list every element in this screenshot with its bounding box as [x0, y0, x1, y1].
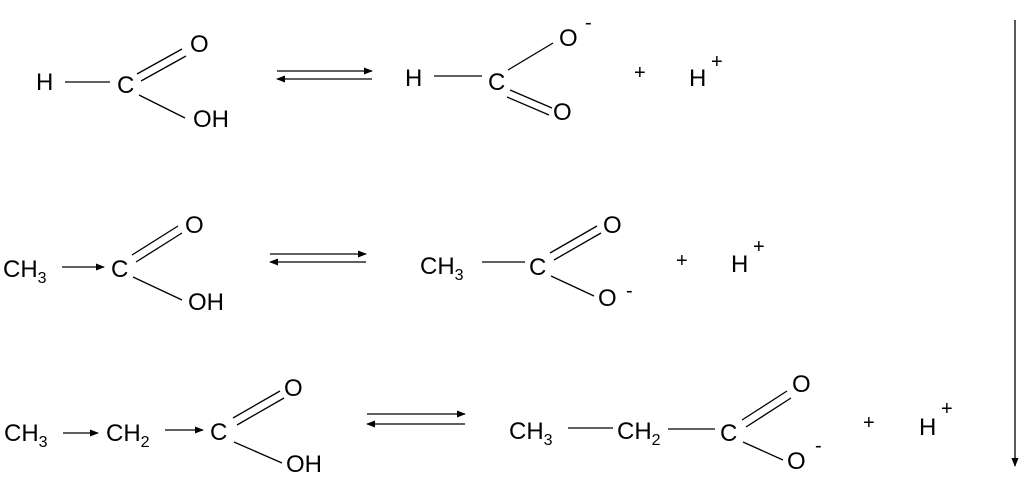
double-bond-c-o: [741, 390, 788, 421]
proton: H +: [919, 398, 953, 441]
negative-charge: -: [815, 435, 822, 457]
plus-sign: +: [676, 250, 688, 272]
atom-oh: OH: [188, 289, 224, 316]
negative-charge: -: [626, 280, 633, 302]
equilibrium-arrows-3: [366, 410, 466, 428]
atom-o: O: [284, 375, 303, 402]
propanoate-ion: CH3 CH2 C O O -: [509, 371, 822, 475]
reaction-row-2: CH3 C O OH CH3 C O O - + H +: [3, 212, 765, 316]
negative-charge: -: [585, 12, 592, 34]
atom-o: O: [553, 99, 572, 126]
atom-o: O: [603, 212, 622, 239]
double-bond-c-o-2: [140, 55, 187, 82]
atom-h: H: [36, 69, 53, 96]
bond-c-o-minus: [742, 441, 784, 461]
plus-sign: +: [634, 62, 646, 84]
atom-c: C: [111, 256, 128, 283]
reaction-row-1: H C O OH H C O - O + H +: [36, 12, 723, 133]
atom-h: H: [405, 65, 422, 92]
methylene-group: CH2: [617, 418, 661, 449]
bond-c-oh: [132, 276, 183, 301]
double-bond-c-o: [549, 225, 598, 254]
positive-charge: +: [711, 51, 723, 73]
bond-c-oh: [233, 441, 283, 464]
atom-o: O: [190, 31, 209, 58]
double-bond-c-o: [136, 48, 183, 75]
atom-c: C: [529, 254, 546, 281]
proton: H +: [689, 51, 723, 92]
propanoic-acid: CH3 CH2 C O OH: [4, 375, 322, 478]
atom-o: O: [185, 212, 204, 239]
double-bond-c-o: [232, 390, 281, 419]
atom-o: O: [787, 448, 806, 475]
plus-sign: +: [863, 412, 875, 434]
atom-o: O: [792, 371, 811, 398]
methyl-group: CH3: [420, 253, 464, 284]
atom-c: C: [117, 72, 134, 99]
atom-oh: OH: [286, 451, 322, 478]
double-bond-c-o-2: [135, 232, 183, 263]
atom-h: H: [919, 414, 936, 441]
bond-c-o-minus: [550, 275, 595, 297]
methyl-group: CH3: [3, 256, 47, 287]
atom-o: O: [559, 25, 578, 52]
bond-c-oh: [138, 94, 186, 119]
double-bond-c-o: [131, 225, 179, 256]
formate-ion: H C O - O: [405, 12, 592, 126]
atom-h: H: [689, 65, 706, 92]
reaction-row-3: CH3 CH2 C O OH CH3 CH2 C O O -: [4, 371, 953, 478]
acetic-acid: CH3 C O OH: [3, 212, 224, 316]
proton: H +: [731, 236, 765, 278]
double-bond-c-o-2: [506, 96, 550, 116]
double-bond-c-o-2: [745, 397, 792, 428]
formic-acid: H C O OH: [36, 31, 229, 133]
atom-oh: OH: [193, 106, 229, 133]
atom-o: O: [598, 285, 617, 312]
acetate-ion: CH3 C O O -: [420, 212, 633, 312]
methyl-group: CH3: [4, 420, 48, 451]
atom-c: C: [210, 419, 227, 446]
methylene-group: CH2: [106, 420, 150, 451]
positive-charge: +: [941, 398, 953, 420]
positive-charge: +: [753, 236, 765, 258]
double-bond-c-o-2: [236, 397, 285, 426]
bond-c-o-minus: [507, 42, 554, 71]
double-bond-c-o: [509, 89, 553, 109]
equilibrium-arrows-2: [269, 250, 367, 266]
equilibrium-arrows-1: [276, 67, 373, 83]
atom-c: C: [720, 420, 737, 447]
atom-h: H: [731, 251, 748, 278]
methyl-group: CH3: [509, 418, 553, 449]
double-bond-c-o-2: [553, 232, 602, 261]
atom-c: C: [488, 69, 505, 96]
